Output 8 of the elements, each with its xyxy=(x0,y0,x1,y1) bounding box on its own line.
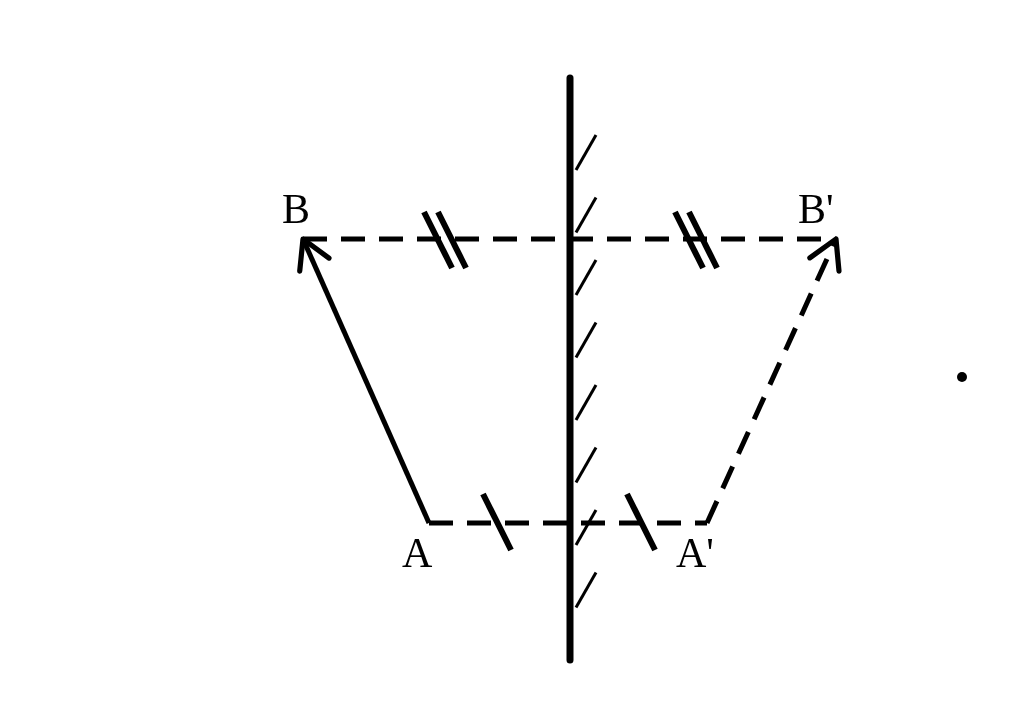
point-label: A xyxy=(402,531,433,575)
point-label: A' xyxy=(676,531,714,575)
point-label: B' xyxy=(798,187,834,231)
dashed-line xyxy=(303,236,836,242)
dashed-arrow xyxy=(704,236,842,525)
point-label: B xyxy=(282,187,310,231)
arrow xyxy=(297,236,432,524)
dashed-line xyxy=(429,520,707,526)
